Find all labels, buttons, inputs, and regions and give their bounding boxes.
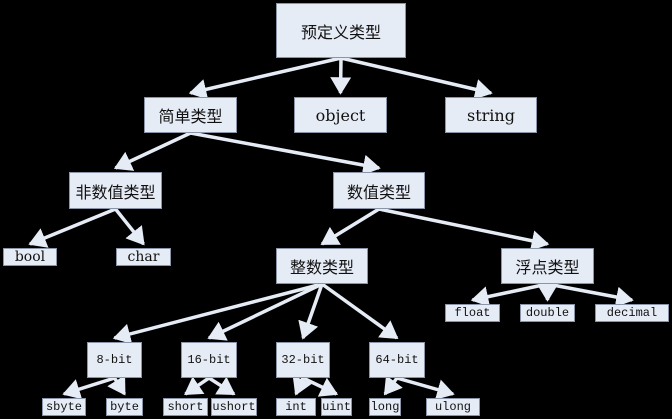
arrow-nonnumeric-to-bool (28, 207, 117, 248)
arrow-bit64-to-ulong (396, 376, 455, 400)
node-sbyte: sbyte (42, 398, 86, 416)
arrow-floating-to-float (470, 282, 548, 307)
node-int: int (276, 398, 316, 416)
arrow-root-to-string (340, 56, 493, 100)
arrow-bit8-to-byte (107, 375, 126, 396)
node-ulong: ulong (426, 398, 480, 416)
node-char: char (116, 248, 171, 266)
arrow-simple-to-numeric (190, 131, 381, 176)
node-decimal: decimal (595, 304, 669, 322)
node-float: float (445, 304, 500, 322)
arrow-bit32-to-uint (302, 376, 339, 397)
arrow-integer-to-bit64 (320, 282, 399, 340)
arrow-root-to-simple (188, 56, 342, 100)
arrow-floating-to-decimal (547, 282, 634, 308)
arrow-bit16-to-short (184, 376, 210, 396)
node-short: short (163, 398, 208, 416)
node-object: object (294, 97, 387, 133)
node-byte: byte (106, 398, 143, 416)
node-string: string (445, 97, 537, 133)
node-bit32: 32-bit (276, 342, 330, 378)
node-uint: uint (321, 398, 352, 416)
arrow-nonnumeric-to-char (114, 207, 145, 246)
arrow-integer-to-bit16 (207, 282, 323, 341)
node-long: long (369, 398, 401, 416)
node-ushort: ushort (211, 398, 257, 416)
arrow-integer-to-bit8 (112, 282, 323, 345)
node-floating: 浮点类型 (501, 248, 594, 284)
node-integer: 整数类型 (276, 248, 368, 284)
node-bit64: 64-bit (369, 342, 425, 378)
node-bool: bool (3, 248, 57, 266)
arrow-numeric-to-integer (320, 207, 380, 246)
arrow-bit32-to-int (292, 375, 312, 396)
arrow-integer-to-bit32 (298, 283, 324, 340)
arrow-bit64-to-long (383, 375, 403, 396)
arrow-simple-to-nonnumeric (113, 131, 192, 171)
arrow-numeric-to-floating (378, 207, 550, 252)
node-simple: 简单类型 (144, 97, 237, 133)
arrow-root-to-object (330, 57, 352, 95)
arrow-bit8-to-sbyte (62, 376, 116, 400)
node-double: double (520, 304, 575, 322)
arrow-bit16-to-ushort (208, 376, 236, 396)
node-numeric: 数值类型 (333, 172, 425, 209)
node-nonnumeric: 非数值类型 (69, 172, 162, 209)
node-bit16: 16-bit (181, 342, 237, 378)
node-root: 预定义类型 (276, 3, 406, 58)
node-bit8: 8-bit (87, 342, 142, 378)
